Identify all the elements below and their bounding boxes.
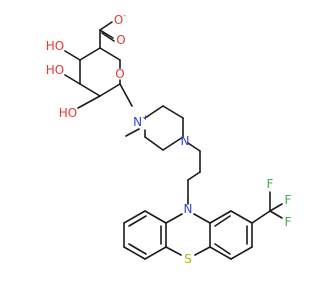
phenothiazine-core xyxy=(165,213,211,256)
left-benzene-ring xyxy=(123,210,167,260)
bond xyxy=(79,47,101,61)
bond xyxy=(144,136,164,151)
hydroxyl-top-label: HO xyxy=(46,39,64,53)
bond xyxy=(99,29,114,39)
sugar-ring xyxy=(64,21,133,109)
bond xyxy=(209,246,232,260)
bond xyxy=(99,83,121,97)
right-benzene-ring xyxy=(209,210,253,260)
bond xyxy=(251,210,271,224)
bond xyxy=(162,105,184,119)
bond xyxy=(99,47,121,61)
bond xyxy=(162,136,184,151)
bond xyxy=(144,210,167,224)
bond xyxy=(187,142,201,152)
bond xyxy=(269,210,283,219)
bond xyxy=(214,243,231,255)
bond xyxy=(209,210,232,224)
fluorine-right-bottom-label: F xyxy=(285,215,292,229)
bond xyxy=(128,215,147,227)
bond xyxy=(77,95,101,109)
bond xyxy=(269,203,283,212)
bond xyxy=(101,32,115,42)
bond xyxy=(123,210,146,224)
propyl-chain xyxy=(187,142,201,205)
trifluoromethyl-group xyxy=(251,191,283,224)
bond xyxy=(165,213,183,224)
fluorine-right-top-label: F xyxy=(285,193,292,207)
carbonyl-oxygen-label: O xyxy=(116,33,125,47)
ring-oxygen-label: O xyxy=(115,67,124,81)
fluorine-top-label: F xyxy=(267,177,274,191)
bond xyxy=(144,246,167,260)
sulfur-label: S xyxy=(184,252,192,266)
bond xyxy=(64,74,81,85)
bond xyxy=(79,83,101,97)
molecule-diagram: O- O O HO HO HO N+ N N S F F F xyxy=(46,11,292,267)
structure-drawing: O- O O HO HO HO N+ N N S F F F xyxy=(46,11,292,267)
bond xyxy=(165,246,182,256)
quaternary-nitrogen-label: N+ xyxy=(133,113,149,130)
bond xyxy=(123,246,146,260)
phenothiazine-nitrogen-label: N xyxy=(184,202,193,216)
bond xyxy=(64,50,81,61)
bond xyxy=(125,128,140,137)
hydroxyl-bottom-label: HO xyxy=(59,106,77,120)
bond xyxy=(128,243,147,255)
bond xyxy=(99,21,113,31)
bond xyxy=(194,246,211,256)
bond xyxy=(187,171,201,181)
bond xyxy=(144,105,164,119)
piperazine-nitrogen-label: N xyxy=(181,134,190,148)
bond xyxy=(230,210,253,224)
bond xyxy=(193,213,211,224)
hydroxyl-middle-label: HO xyxy=(46,63,64,77)
atom-labels: O- O O HO HO HO N+ N N S F F F xyxy=(46,11,292,267)
piperazine-ring xyxy=(125,105,184,151)
bond xyxy=(230,246,253,260)
carboxylate-oxygen-label: O- xyxy=(114,11,126,28)
bond xyxy=(214,215,231,227)
bond xyxy=(119,83,133,107)
